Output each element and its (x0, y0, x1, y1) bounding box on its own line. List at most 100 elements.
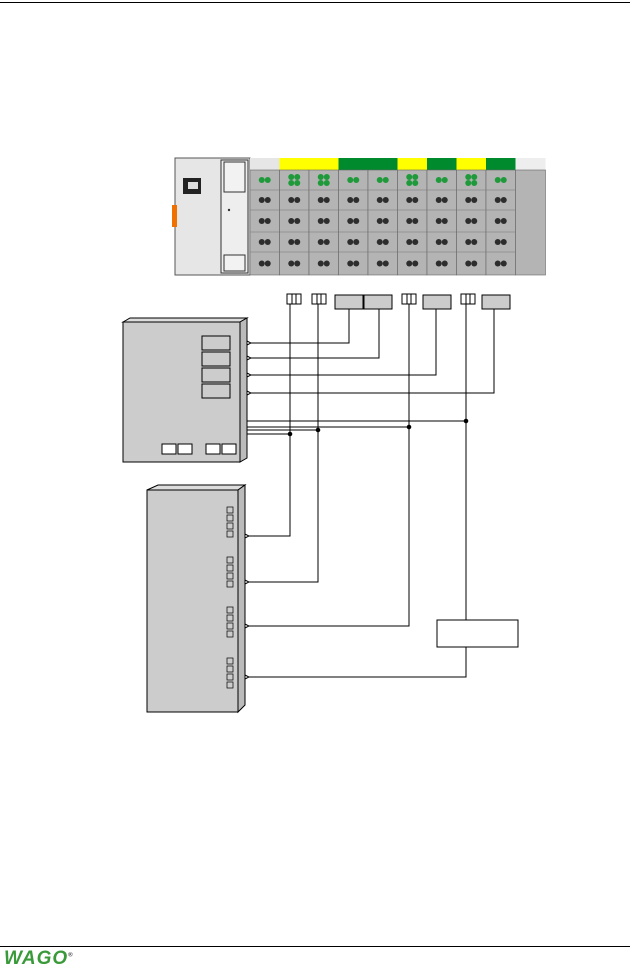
terminal-point (406, 180, 413, 186)
terminal-point (382, 239, 389, 245)
terminal-point (317, 180, 324, 186)
plug-connector (334, 294, 364, 310)
terminal-point (494, 260, 501, 267)
plug-connector (363, 294, 393, 310)
terminal-point (465, 197, 472, 203)
terminal-point (412, 239, 419, 245)
plug-connector (481, 294, 511, 310)
io-module (367, 169, 398, 276)
terminal-point (471, 174, 478, 180)
terminal-point (500, 197, 507, 203)
terminal-point (500, 239, 507, 245)
terminal-point (347, 218, 354, 224)
input-terminal (177, 443, 193, 455)
cabinet-front (146, 489, 239, 713)
cabinet-terminal (226, 614, 234, 622)
terminal-point (323, 197, 330, 203)
io-module (249, 169, 280, 276)
terminal-point (258, 239, 265, 245)
terminal-point (317, 260, 324, 267)
cabinet-terminal (226, 606, 234, 614)
terminal-point (382, 197, 389, 203)
input-terminal (205, 443, 221, 455)
slot-color-bar (456, 158, 486, 170)
status-led-strip (172, 205, 177, 227)
field-device-module (121, 317, 249, 463)
slot-color-bar (250, 158, 280, 170)
io-module (397, 169, 428, 276)
terminal-point (264, 260, 271, 267)
fieldbus-controller-node (172, 157, 546, 276)
slot-color-bar (279, 158, 309, 170)
terminal-point (471, 260, 478, 267)
terminal-point (353, 197, 360, 203)
terminal-point (465, 218, 472, 224)
terminal-point (264, 239, 271, 245)
cabinet-terminal (226, 622, 234, 630)
terminal-point (471, 218, 478, 224)
terminal-point (412, 180, 419, 186)
end-module-top (515, 158, 546, 170)
terminal-point (500, 177, 507, 183)
terminal-point (441, 260, 448, 267)
terminal-point (412, 218, 419, 224)
terminal-point (471, 197, 478, 203)
terminal-point (406, 174, 413, 180)
terminal-point (258, 218, 265, 224)
cabinet-terminal-block (226, 514, 234, 522)
small-connector (311, 293, 327, 305)
terminal-point (288, 174, 295, 180)
slot-color-bar (427, 158, 457, 170)
terminal-point (471, 180, 478, 186)
input-terminal (221, 443, 237, 455)
socket (201, 351, 231, 367)
terminal-point (317, 239, 324, 245)
wire (251, 309, 495, 393)
wago-logo: WAGO® (4, 948, 74, 969)
terminal-point (441, 177, 448, 183)
ethernet-port-inner (188, 182, 198, 189)
terminal-point (294, 180, 301, 186)
terminal-point (376, 197, 383, 203)
terminal-point (500, 218, 507, 224)
small-connector (401, 293, 417, 305)
slot-color-bar (338, 158, 368, 170)
terminal-point (294, 218, 301, 224)
terminal-point (323, 174, 330, 180)
box-side (239, 317, 248, 463)
terminal-point (353, 177, 360, 183)
wire (251, 309, 437, 375)
terminal-point (294, 197, 301, 203)
cabinet-terminal (226, 564, 234, 572)
terminal-point (500, 260, 507, 267)
terminal-point (317, 218, 324, 224)
slot-color-bar (397, 158, 427, 170)
terminal-point (264, 197, 271, 203)
terminal-point (317, 197, 324, 203)
terminal-point (494, 218, 501, 224)
input-terminal (161, 443, 177, 455)
slot-color-bar (368, 158, 398, 170)
terminal-point (288, 239, 295, 245)
io-module (308, 169, 339, 276)
small-connector (286, 293, 302, 305)
terminal-point (347, 239, 354, 245)
terminal-point (288, 197, 295, 203)
junction-dot (287, 431, 293, 437)
terminal-point (435, 218, 442, 224)
cabinet-terminal (226, 630, 234, 638)
cabinet-terminal (226, 556, 234, 564)
terminal-point (376, 177, 383, 183)
terminal-point (465, 174, 472, 180)
terminal-point (412, 197, 419, 203)
terminal-point (435, 260, 442, 267)
terminal-point (435, 239, 442, 245)
terminal-point (494, 177, 501, 183)
cabinet-terminal (226, 681, 234, 689)
header-rule (0, 2, 630, 3)
terminal-point (435, 177, 442, 183)
socket (201, 335, 231, 351)
terminal-point (471, 239, 478, 245)
terminal-point (288, 260, 295, 267)
terminal-point (376, 218, 383, 224)
